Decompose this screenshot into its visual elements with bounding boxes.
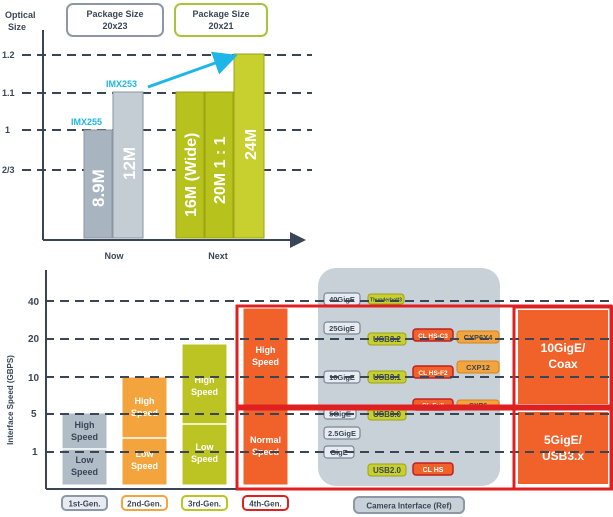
package-size-now-box [66, 3, 164, 37]
imx253-label: IMX253 [106, 79, 137, 89]
package-size-now-line1: Package Size [86, 9, 143, 19]
tag-cxp6x4: CXP6X4 [464, 333, 494, 342]
tag-usb2-0: USB2.0 [373, 466, 402, 475]
bar-label-12m: 12M [120, 147, 139, 180]
bar-label-8-9m: 8.9M [89, 169, 108, 207]
tag-40gige: 40GigE [329, 295, 355, 304]
bottom-tick-40: 40 [28, 297, 40, 308]
package-size-next-line1: Package Size [192, 9, 249, 19]
gen1-high-line2: Speed [71, 432, 98, 442]
tag-usb3-1: USB3.1 [373, 373, 402, 382]
tag-cxp12: CXP12 [466, 363, 490, 372]
tag-cl-hs: CL HS [423, 467, 444, 474]
box-upper-line1: 10GigE/ [541, 341, 586, 355]
gen4-high-line1: High [256, 345, 276, 355]
tag-cl-hs-f2: CL HS-F2 [418, 370, 448, 377]
top-tick-2-3: 2/3 [2, 165, 15, 175]
upgrade-arrow [147, 51, 238, 89]
gen4-label: 4th-Gen. [249, 500, 281, 509]
gen4-low-line1: Normal [250, 435, 281, 445]
top-ylabel-line1: Optical [5, 10, 36, 20]
group-next-label: Next [208, 251, 228, 261]
gen1-low-line1: Low [76, 455, 95, 465]
tag-25gige: 25GigE [329, 324, 355, 333]
gen1-label: 1st-Gen. [68, 500, 100, 509]
gen1-low-line2: Speed [71, 467, 98, 477]
gen4-high-line2: Speed [252, 357, 279, 367]
top-gridlines [22, 54, 312, 171]
top-tick-1-2: 1.2 [2, 50, 15, 60]
bar-16m-wide [175, 91, 205, 239]
box-10gige-coax [518, 310, 608, 404]
gen2-bar [121, 376, 168, 486]
box-upper-line2: Coax [548, 357, 578, 371]
tag-gige: GigE [330, 448, 348, 457]
gray-tags: 40GigE 25GigE 10GigE 5GigE 2.5GigE GigE [323, 292, 361, 459]
top-chart: Optical Size Package Size 20x23 Package … [2, 3, 312, 261]
bar-label-16m-wide: 16M (Wide) [183, 133, 200, 217]
bar-8-9m [83, 129, 113, 239]
tag-5gige: 5GigE [329, 410, 351, 419]
gen2-high-line1: High [135, 396, 155, 406]
gen3-high-line2: Speed [191, 387, 218, 397]
bottom-tick-5: 5 [31, 409, 37, 420]
top-tick-1-1: 1.1 [2, 88, 15, 98]
gen1-high-line1: High [75, 420, 95, 430]
gen3-high-line1: High [195, 375, 215, 385]
tag-usb3-2: USB3.2 [373, 335, 402, 344]
gen3-label: 3rd-Gen. [188, 500, 221, 509]
bar-label-20m-1-1: 20M 1 : 1 [212, 136, 229, 204]
tag-10gige: 10GigE [329, 373, 355, 382]
gen4-bar [242, 307, 289, 486]
imx255-label: IMX255 [71, 117, 102, 127]
bar-20m-1-1 [204, 91, 234, 239]
bottom-ylabel: Interface Speed (GBPS) [6, 355, 15, 445]
bar-label-24m: 24M [243, 129, 260, 160]
tag-cl-hs-c3: CL HS-C3 [418, 333, 448, 340]
gen2-low-line2: Speed [131, 461, 158, 471]
bar-12m [112, 91, 144, 239]
box-lower-line1: 5GigE/ [544, 433, 583, 447]
top-ylabel-line2: Size [8, 22, 26, 32]
bottom-tick-20: 20 [28, 334, 40, 345]
box-5gige-usb3x [518, 412, 608, 484]
tag-2-5gige: 2.5GigE [328, 429, 356, 438]
bottom-tick-10: 10 [28, 373, 40, 384]
tag-usb3-0: USB3.0 [373, 410, 402, 419]
usb-tags: Thunderbolt3 USB3.2 USB3.1 USB3.0 USB2.0 [367, 293, 407, 477]
bottom-chart: Interface Speed (GBPS) 40 20 10 5 1 High… [6, 268, 613, 514]
camera-interface-label: Camera Interface (Ref) [366, 502, 452, 511]
gen4-low-line2: Speed [252, 447, 279, 457]
top-tick-1: 1 [5, 125, 10, 135]
gen2-label: 2nd-Gen. [127, 500, 162, 509]
highlight-frame-right [512, 305, 613, 491]
gen2-high-line2: Speed [131, 408, 158, 418]
bottom-gridlines [45, 300, 612, 453]
gen2-low-line1: Low [136, 449, 155, 459]
bottom-tick-1: 1 [32, 447, 38, 458]
package-size-next-line2: 20x21 [208, 21, 233, 31]
gen3-low-line2: Speed [191, 454, 218, 464]
package-size-now-line2: 20x23 [102, 21, 127, 31]
gen3-low-line1: Low [196, 442, 215, 452]
tag-thunderbolt3: Thunderbolt3 [370, 298, 402, 304]
gen3-bar [181, 343, 228, 486]
bar-24m [233, 53, 265, 239]
package-size-next-box [174, 3, 268, 37]
group-now-label: Now [105, 251, 125, 261]
